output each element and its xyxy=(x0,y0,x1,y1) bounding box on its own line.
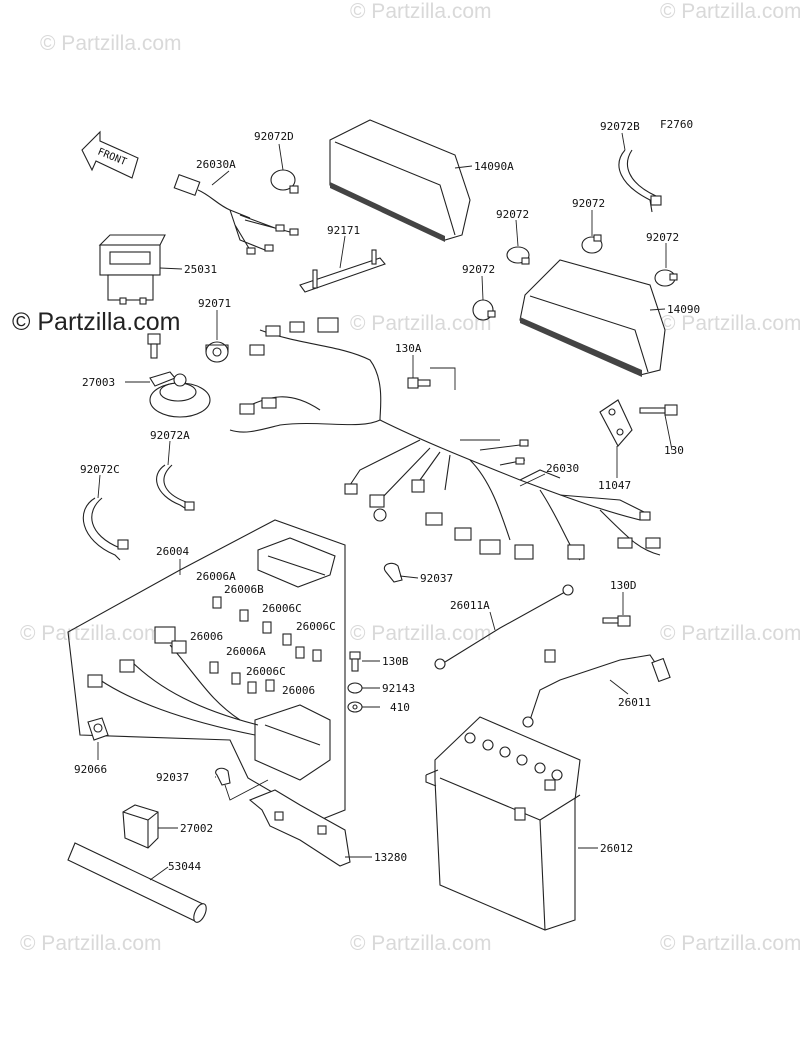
band-92072 xyxy=(506,246,530,265)
watermark-prominent: © Partzilla.com xyxy=(12,308,180,336)
watermark: © Partzilla.com xyxy=(350,622,492,645)
callout-92066: 92066 xyxy=(74,763,107,776)
diagram-code: F2760 xyxy=(660,118,693,131)
watermark: © Partzilla.com xyxy=(350,932,492,955)
callout-92072: 92072 xyxy=(496,208,529,221)
washer-92143 xyxy=(347,682,363,694)
callout-130A: 130A xyxy=(395,342,422,355)
watermark: © Partzilla.com xyxy=(660,0,800,23)
callout-26012: 26012 xyxy=(600,842,633,855)
tube-53044 xyxy=(67,842,207,923)
callout-26011A: 26011A xyxy=(450,599,490,612)
band-92072D xyxy=(270,169,299,194)
sub-harness-26030A xyxy=(173,173,299,255)
hour-meter-25031 xyxy=(98,234,166,305)
band-92072 xyxy=(654,269,678,287)
callout-26030A: 26030A xyxy=(196,158,236,171)
callout-27002: 27002 xyxy=(180,822,213,835)
callout-26006C: 26006C xyxy=(246,665,286,678)
callout-26006: 26006 xyxy=(282,684,315,697)
callout-92072B: 92072B xyxy=(600,120,640,133)
grommet-92071 xyxy=(205,341,229,363)
callout-92037: 92037 xyxy=(156,771,189,784)
battery-26012 xyxy=(425,716,581,931)
callout-26006A: 26006A xyxy=(196,570,236,583)
callout-27003: 27003 xyxy=(82,376,115,389)
plate-11047 xyxy=(599,399,633,447)
callout-92072D: 92072D xyxy=(254,130,294,143)
callout-130: 130 xyxy=(664,444,684,457)
cable-26011A xyxy=(434,584,574,670)
front-arrow: FRONT xyxy=(81,130,139,179)
fuse-box-assembly-26004 xyxy=(67,519,346,821)
main-harness-26030 xyxy=(229,317,661,561)
watermark: © Partzilla.com xyxy=(660,932,800,955)
bolt-130A xyxy=(407,377,431,389)
band-92072C xyxy=(82,497,129,561)
cover-14090 xyxy=(519,259,666,377)
callout-26006B: 26006B xyxy=(224,583,264,596)
callout-26006A: 26006A xyxy=(226,645,266,658)
watermark: © Partzilla.com xyxy=(350,312,492,335)
callout-92071: 92071 xyxy=(198,297,231,310)
callout-92072A: 92072A xyxy=(150,429,190,442)
watermark: © Partzilla.com xyxy=(20,622,162,645)
bolt-130 xyxy=(639,404,678,416)
cover-14090A xyxy=(329,119,471,242)
clamp-92037 xyxy=(383,562,403,583)
callout-26006C: 26006C xyxy=(262,602,302,615)
callout-92072C: 92072C xyxy=(80,463,120,476)
cap-92066 xyxy=(87,717,109,741)
callout-26006: 26006 xyxy=(190,630,223,643)
clamp-92037 xyxy=(215,767,231,786)
watermark: © Partzilla.com xyxy=(660,312,800,335)
callout-130D: 130D xyxy=(610,579,637,592)
callout-92037: 92037 xyxy=(420,572,453,585)
watermark: © Partzilla.com xyxy=(350,0,492,23)
callout-labels: 92072D 26030A 14090A 92072B 92072 92072 … xyxy=(74,120,700,873)
cable-26011 xyxy=(522,649,671,728)
band-92072 xyxy=(581,234,603,254)
callout-14090: 14090 xyxy=(667,303,700,316)
bracket-92171 xyxy=(299,249,386,293)
callout-25031: 25031 xyxy=(184,263,217,276)
callout-26004: 26004 xyxy=(156,545,189,558)
band-92072A xyxy=(156,464,195,511)
callout-53044: 53044 xyxy=(168,860,201,873)
callout-130B: 130B xyxy=(382,655,409,668)
washer-410 xyxy=(347,701,363,713)
callout-26006C: 26006C xyxy=(296,620,336,633)
watermark: © Partzilla.com xyxy=(20,932,162,955)
bolt-horn xyxy=(147,333,161,359)
callout-92072: 92072 xyxy=(572,197,605,210)
callout-92072: 92072 xyxy=(462,263,495,276)
callout-26011: 26011 xyxy=(618,696,651,709)
band-92072B xyxy=(618,149,662,213)
callout-13280: 13280 xyxy=(374,851,407,864)
callout-26030: 26030 xyxy=(546,462,579,475)
callout-92171: 92171 xyxy=(327,224,360,237)
callout-92143: 92143 xyxy=(382,682,415,695)
bracket-13280 xyxy=(248,789,351,867)
watermark-grid: © Partzilla.com © Partzilla.com © Partzi… xyxy=(12,0,800,955)
bolt-130B xyxy=(349,651,361,672)
relay-27002 xyxy=(122,804,159,849)
watermark: © Partzilla.com xyxy=(40,32,182,55)
callout-11047: 11047 xyxy=(598,479,631,492)
fuses xyxy=(209,596,322,694)
horn-27003 xyxy=(149,371,211,418)
callout-92072: 92072 xyxy=(646,231,679,244)
bolt-130D xyxy=(602,615,631,627)
watermark: © Partzilla.com xyxy=(660,622,800,645)
callout-14090A: 14090A xyxy=(474,160,514,173)
callout-410: 410 xyxy=(390,701,410,714)
